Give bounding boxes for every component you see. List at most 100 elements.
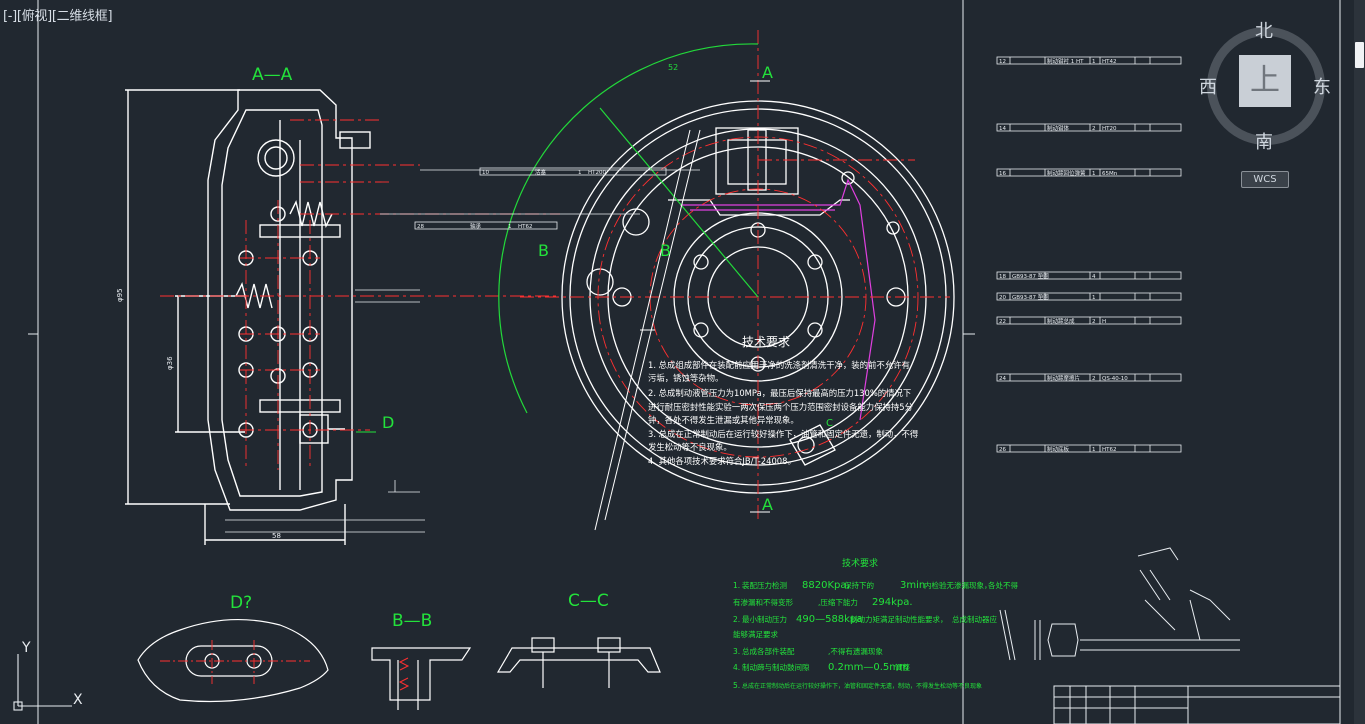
view-d-label: D? (230, 593, 252, 613)
section-aa-view: A—A φ95 φ36 58 D (116, 65, 560, 545)
callout-text: 制动钳衬 1 HT (1047, 57, 1084, 65)
callout-mat: HT20 (1102, 126, 1117, 132)
tech-req-white-line: 3. 总成在正常制动后在运行较好操作下，油管和固定件无遗，制动，不得 (648, 429, 918, 439)
callout-id: 18 (999, 274, 1006, 280)
tech-req-num: 3. (733, 647, 740, 656)
tech-req-text: 3min (900, 580, 925, 591)
callout-qty: 2 (1092, 126, 1096, 132)
tech-req-text: 各处不得 (988, 580, 1018, 590)
callout-text: 轴承 (470, 222, 482, 230)
viewcube-north[interactable]: 北 (1255, 21, 1273, 42)
tech-req-text: 490—588kpa (796, 614, 862, 625)
callout-mat: HT62 (518, 224, 533, 230)
tech-req-text: 总成在正常制动后在运行较好操作下，油管和固定件无遗，制动，不得发生松动等不良现象 (742, 682, 982, 690)
tech-req-num: 1. (733, 581, 740, 590)
tech-req-text: 保持下的 (844, 580, 874, 590)
callout-mat: 65Mn (1102, 171, 1118, 177)
tech-req-white: 技术要求 1. 总成组成部件在装配前应用干净的洗涤剂清洗干净，装的前不允许有 污… (648, 335, 918, 466)
ucs-x-label: X (73, 692, 83, 708)
callout-mat: HT62 (1102, 447, 1117, 453)
tech-req-white-line: 进行耐压密封性能实验一两次保压两个压力范围密封设备能力保持持5分 (648, 402, 914, 412)
callout-tables: 12 制动钳衬 1 HT 1 HT42 14 制动钳体 2 HT20 16 制动… (380, 56, 1182, 453)
tech-req-white-line: 钟，各处不得发生泄漏或其他异常现象。 (648, 415, 799, 425)
tech-req-title-white: 技术要求 (742, 335, 790, 349)
scrollbar-thumb[interactable] (1355, 42, 1364, 68)
viewcube-top-face[interactable]: 上 (1239, 55, 1291, 107)
tech-req-text: 制动力矩满足制动性能要求， (850, 614, 948, 624)
callout-text: 活塞 (535, 168, 547, 176)
callout-qty: 1 (578, 170, 582, 176)
callout-text: 制动蹄回位弹簧 (1047, 169, 1086, 177)
callout-qty: 1 (1092, 295, 1096, 301)
callout-id: 26 (999, 447, 1006, 453)
marker-b-right: B (660, 241, 671, 260)
tech-req-text: 总成各部件装配 (742, 646, 795, 656)
callout-mat: QS-40-10 (1102, 376, 1128, 382)
tech-req-text: 总成制动器应 (952, 614, 997, 624)
tech-req-num: 4. (733, 663, 740, 672)
tech-req-num: 5. (733, 681, 740, 690)
callout-qty: 1 (1092, 447, 1096, 453)
viewcube-east[interactable]: 东 (1313, 77, 1331, 98)
part-hatch-views (999, 547, 1341, 724)
callout-qty: 1 (1092, 59, 1096, 65)
tech-req-text: 最小制动压力 (742, 614, 787, 624)
tech-req-text: 内检验无渗漏现象， (924, 580, 992, 590)
viewcube-south[interactable]: 南 (1255, 132, 1273, 153)
marker-a-top: A (762, 63, 773, 82)
dim-width-label: 58 (272, 532, 281, 540)
callout-qty: 4 (1092, 274, 1096, 280)
tech-req-text: 有渗漏和不得变形 (733, 597, 793, 607)
ucs-y-label: Y (21, 640, 31, 656)
callout-id: 12 (999, 59, 1006, 65)
callout-id: 20 (999, 295, 1006, 301)
tech-req-text: 0.2mm—0.5mm (828, 662, 909, 673)
wcs-menu-button[interactable]: WCS (1241, 171, 1289, 188)
dim-angle-label: 52 (668, 63, 678, 72)
viewcube[interactable]: 北 南 西 东 上 WCS (1195, 15, 1335, 195)
dim-inner-label: φ36 (166, 356, 174, 370)
tech-req-title-green: 技术要求 (842, 557, 878, 569)
callout-qty: 2 (1092, 376, 1096, 382)
tech-req-text: 能够满足要求 (733, 629, 778, 639)
tech-req-text: 装配压力检测 (742, 580, 787, 590)
ucs-icon (13, 654, 72, 711)
callout-id: 16 (999, 171, 1006, 177)
callout-qty: 1 (1092, 171, 1096, 177)
marker-d: D (382, 413, 394, 432)
section-aa-label: A—A (252, 65, 293, 85)
callout-mat: HT42 (1102, 59, 1117, 65)
tech-req-white-line: 2. 总成制动液管压力为10MPa，最压后保持最高的压力130%的情况下 (648, 388, 911, 398)
viewport-control-label[interactable]: [-][俯视][二维线框] (3, 9, 113, 24)
section-cc-view: C—C (496, 591, 661, 688)
callout-qty: 2 (1092, 319, 1096, 325)
callout-id: 22 (999, 319, 1006, 325)
callout-qty: 1 (508, 224, 512, 230)
section-bb-label: B—B (392, 611, 432, 631)
tech-req-white-line: 污垢，锈蚀等杂物。 (648, 373, 723, 383)
callout-text: GB93-87 垫圈 (1012, 272, 1049, 280)
callout-id: 10 (482, 170, 489, 176)
tech-req-text: ,压缩下能力 (818, 597, 858, 607)
tech-req-white-line: 发生松动等不良现象。 (648, 442, 732, 452)
callout-mat: HT200 (588, 170, 606, 176)
section-bb-view: B—B (371, 611, 472, 710)
vertical-scrollbar[interactable] (1354, 0, 1365, 724)
callout-text: 制动蹄总成 (1047, 317, 1075, 325)
tech-req-green: 技术要求 1. 装配压力检测 8820Kpa, 保持下的 3min 内检验无渗漏… (733, 557, 1018, 690)
marker-b-left: B (538, 241, 549, 260)
dim-overall-label: φ95 (116, 288, 124, 302)
tech-req-num: 2. (733, 615, 740, 624)
tech-req-white-line: 4. 其他各项技术要求符合JB/T-24008。 (648, 456, 796, 466)
callout-text: GB93-87 垫圈 (1012, 293, 1049, 301)
view-d: D? (137, 593, 329, 703)
viewcube-compass-ring[interactable] (1207, 27, 1325, 145)
callout-text: 制动蹄摩擦片 (1047, 374, 1080, 382)
viewcube-west[interactable]: 西 (1199, 77, 1217, 98)
callout-id: 28 (417, 224, 424, 230)
callout-id: 24 (999, 376, 1006, 382)
callout-mat: H (1102, 319, 1106, 325)
callout-text: 制动钳体 (1047, 124, 1070, 132)
tech-req-white-line: 1. 总成组成部件在装配前应用干净的洗涤剂清洗干净，装的前不允许有 (648, 360, 910, 370)
